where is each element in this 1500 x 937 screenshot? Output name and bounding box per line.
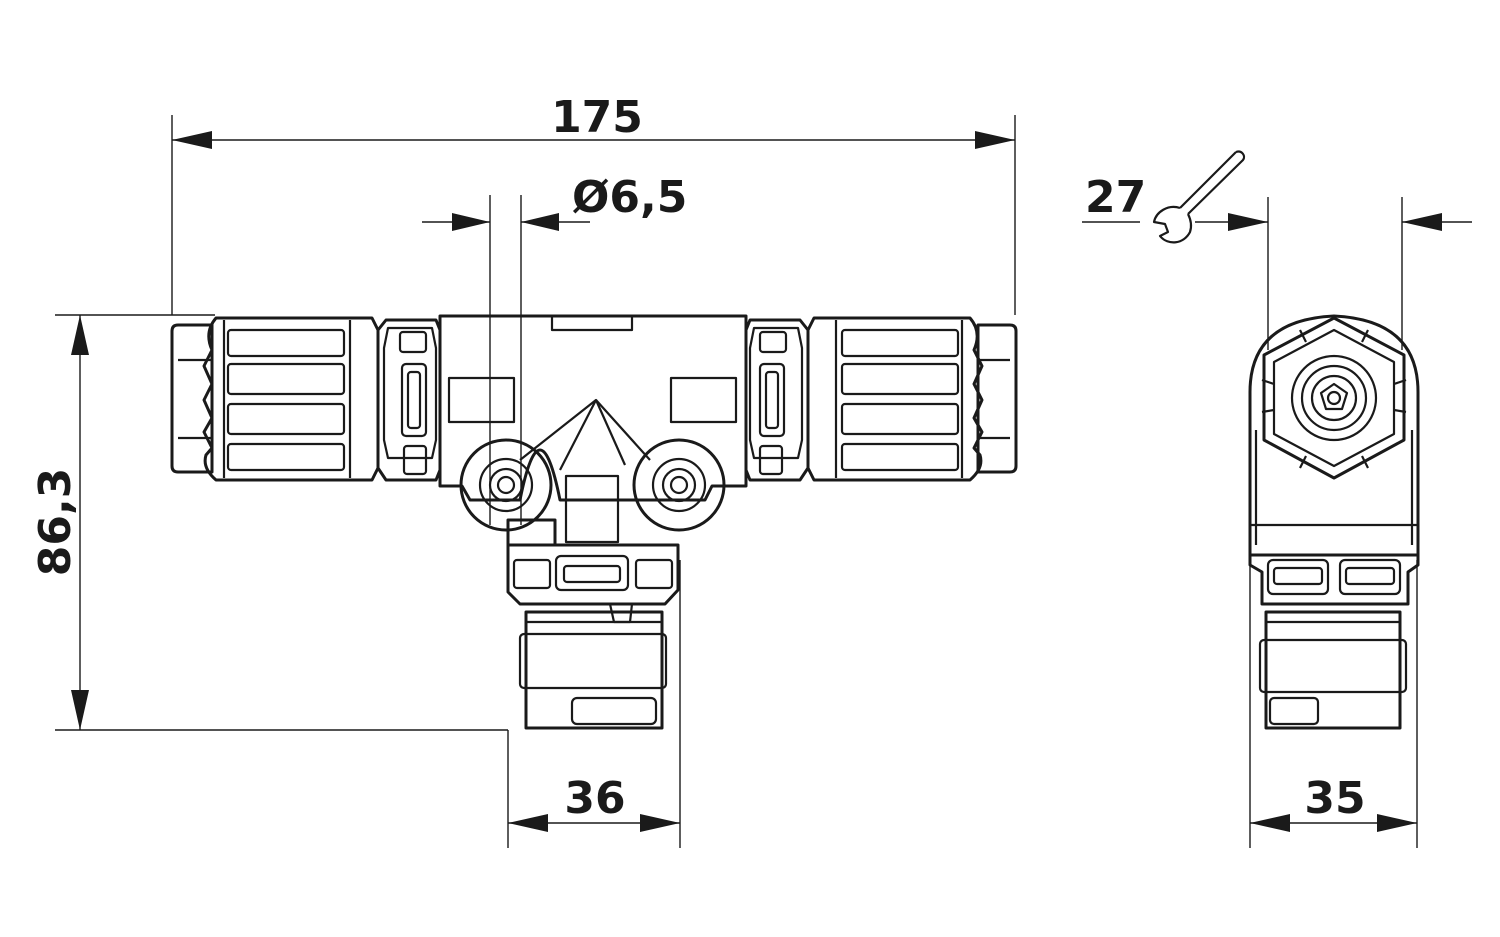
hex-nut [1261,316,1407,480]
bottom-coupling [506,543,680,624]
left-knurled-nut [202,316,380,482]
left-coupling [376,318,442,482]
bottom-socket [518,610,668,730]
arrow-head [1250,814,1290,832]
dimension-height: 86,3 [30,314,508,731]
dimension-diameter: Ø6,5 [422,172,687,525]
wrench-icon [1152,150,1246,244]
side-bottom-socket [1258,610,1408,730]
dimension-label-36: 36 [564,773,625,824]
dimension-175: 175 [171,92,1016,315]
left-mounting-boss [459,438,553,532]
arrow-head [1402,213,1442,231]
right-coupling [744,318,810,482]
right-knurled-nut [806,316,984,482]
arrow-head [71,315,89,355]
side-bottom-coupling [1248,553,1420,606]
front-view-connector [170,314,1018,730]
dimension-label-wrench: 27 [1085,172,1146,223]
side-housing [1248,314,1420,557]
arrow-head [452,213,490,231]
dimension-35: 35 [1249,560,1418,848]
arrow-head [975,131,1015,149]
dimension-label-175: 175 [551,92,643,143]
arrow-head [1228,213,1268,231]
dimension-label-diameter: Ø6,5 [572,172,687,223]
arrow-head [640,814,680,832]
dimension-wrench-27: 27 [1082,150,1472,350]
dimension-label-35: 35 [1304,773,1365,824]
side-view-connector [1248,314,1420,730]
right-end-cap [976,323,1018,474]
arrow-head [521,213,559,231]
dimension-label-height: 86,3 [30,468,81,577]
dimension-36: 36 [507,560,681,848]
arrow-head [71,690,89,730]
central-body [438,314,748,547]
center-bore [1290,354,1378,442]
arrow-head [172,131,212,149]
arrow-head [508,814,548,832]
right-mounting-boss [632,438,726,532]
arrow-head [1377,814,1417,832]
